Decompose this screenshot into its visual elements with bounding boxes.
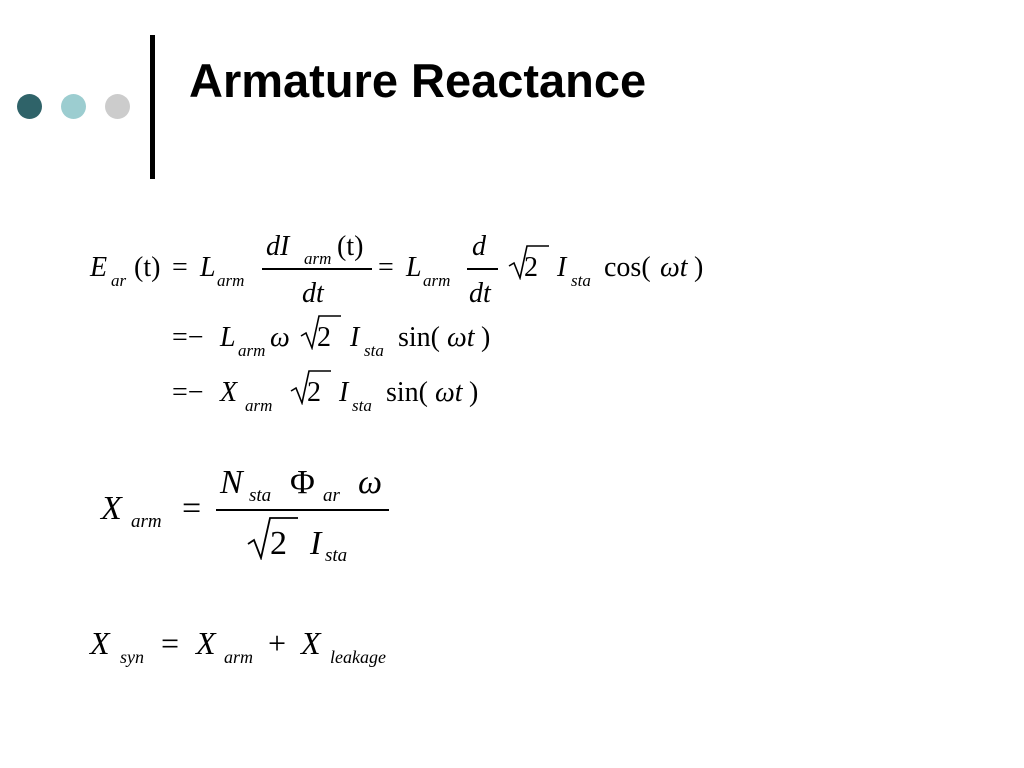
symbol-E: E — [90, 252, 108, 283]
symbol-X: X — [196, 625, 216, 661]
subscript-sta: sta — [249, 485, 272, 506]
equals-minus: =− — [172, 322, 204, 353]
bullet-dot-teal — [61, 94, 86, 119]
symbol-X: X — [101, 490, 122, 527]
subscript-sta: sta — [571, 271, 591, 290]
symbol-phi: Φ — [290, 464, 315, 501]
subscript-sta: sta — [325, 545, 348, 566]
sqrt-sign — [247, 517, 298, 560]
symbol-I: I — [350, 322, 360, 353]
subscript-syn: syn — [120, 647, 144, 667]
cos-function: cos( — [604, 252, 651, 283]
symbol-X: X — [301, 625, 321, 661]
plus-sign: + — [268, 625, 287, 661]
close-paren: ) — [469, 377, 479, 408]
fraction-numerator-d: d — [472, 231, 486, 262]
subscript-sta: sta — [364, 341, 384, 360]
symbol-L: L — [200, 252, 216, 283]
close-paren: ) — [694, 252, 704, 283]
subscript-arm: arm — [224, 647, 254, 667]
subscript-arm: arm — [238, 341, 266, 360]
symbol-I: I — [310, 525, 322, 562]
sin-function: sin( — [386, 377, 428, 408]
arg-t: (t) — [337, 231, 364, 262]
symbol-L: L — [406, 252, 422, 283]
title-divider — [150, 35, 155, 179]
equals-sign: = — [172, 252, 188, 283]
equals-sign: = — [161, 625, 180, 661]
symbol-I: I — [557, 252, 567, 283]
symbol-N: N — [220, 464, 243, 501]
sqrt-sign — [508, 245, 549, 280]
arg-t: (t) — [134, 252, 161, 283]
sqrt-sign — [300, 315, 341, 350]
fraction-bar — [262, 268, 372, 270]
omega-t: ωt — [435, 377, 463, 408]
subscript-arm: arm — [304, 249, 332, 268]
bullet-dot-dark — [17, 94, 42, 119]
number-two: 2 — [317, 322, 331, 353]
equals-sign: = — [182, 490, 202, 527]
sqrt-sign — [290, 370, 331, 405]
fraction-numerator-dI: dI — [266, 231, 290, 262]
sin-function: sin( — [398, 322, 440, 353]
fraction-bar — [216, 509, 389, 511]
subscript-sta: sta — [352, 396, 372, 415]
symbol-L: L — [220, 322, 236, 353]
subscript-arm: arm — [131, 511, 162, 532]
symbol-X: X — [90, 625, 110, 661]
slide-title: Armature Reactance — [189, 54, 647, 107]
number-two: 2 — [524, 252, 538, 283]
fraction-bar — [467, 268, 498, 270]
equals-minus: =− — [172, 377, 204, 408]
equals-sign: = — [378, 252, 394, 283]
number-two: 2 — [270, 525, 287, 562]
omega-symbol: ω — [270, 322, 290, 353]
subscript-ar: ar — [323, 485, 340, 506]
omega-t: ωt — [447, 322, 475, 353]
fraction-denominator-dt: dt — [302, 278, 324, 309]
fraction-denominator-dt: dt — [469, 278, 491, 309]
subscript-arm: arm — [245, 396, 273, 415]
close-paren: ) — [481, 322, 491, 353]
number-two: 2 — [307, 377, 321, 408]
subscript-arm: arm — [217, 271, 245, 290]
omega-symbol: ω — [358, 464, 383, 501]
omega-t: ωt — [660, 252, 688, 283]
symbol-I: I — [339, 377, 349, 408]
subscript-ar: ar — [111, 271, 127, 290]
subscript-leakage: leakage — [330, 647, 386, 667]
subscript-arm: arm — [423, 271, 451, 290]
symbol-X: X — [220, 377, 238, 408]
bullet-dot-gray — [105, 94, 130, 119]
